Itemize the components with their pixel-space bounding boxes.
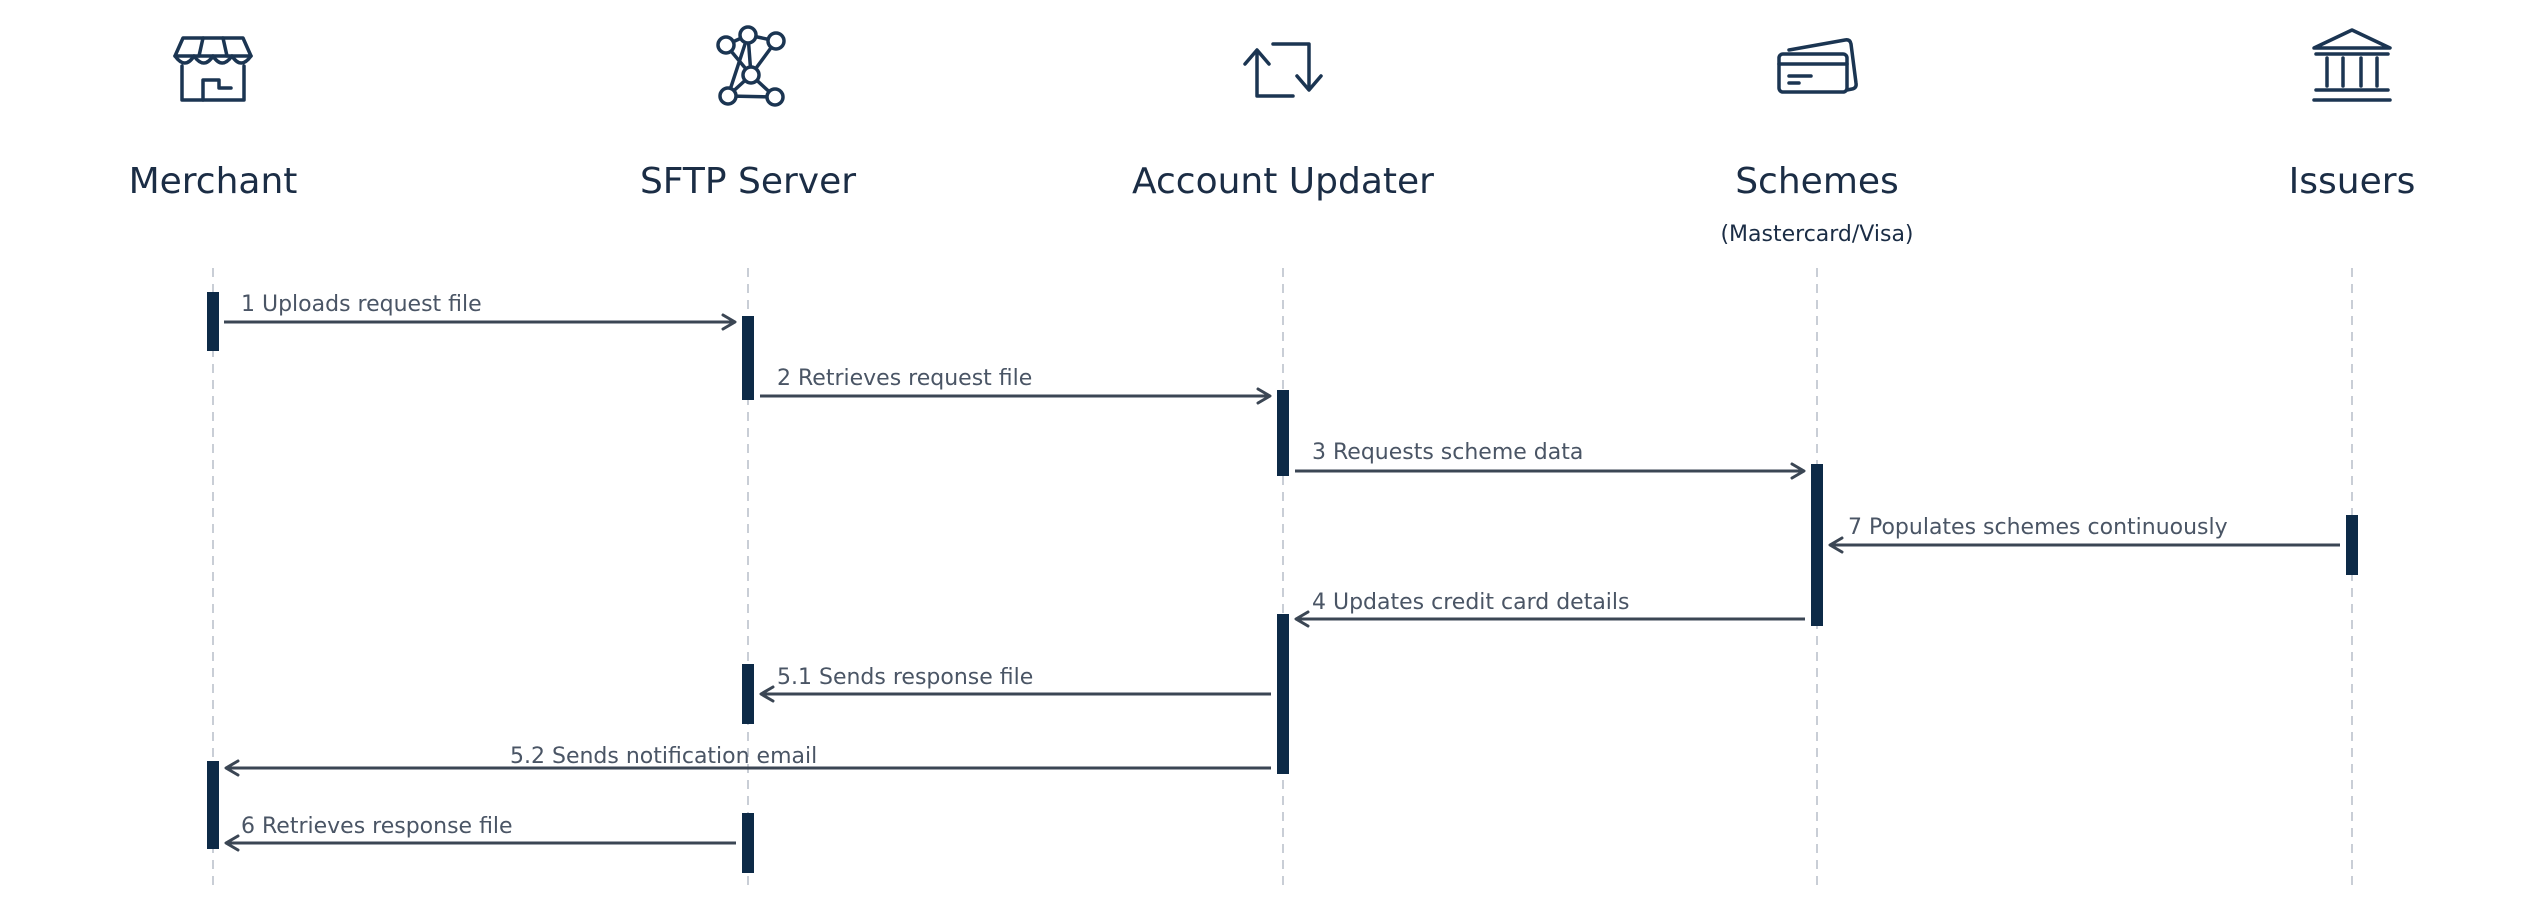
actor-sftp-server: SFTP Server [640,161,856,202]
actor-schemes-subtitle: (Mastercard/Visa) [1720,222,1913,247]
activation-issuers-1 [2346,515,2358,575]
message-1-label: 1 Uploads request file [241,292,482,317]
network-nodes-icon [716,25,786,107]
activation-sftp-3 [742,813,754,873]
message-6-arrowhead [224,834,240,852]
message-5-1-label: 5.1 Sends response file [777,665,1033,690]
activation-merchant-2 [207,761,219,849]
message-4-label: 4 Updates credit card details [1312,590,1630,615]
bank-building-icon [2312,28,2392,102]
message-5-2-label: 5.2 Sends notification email [510,744,817,769]
actor-merchant: Merchant [129,161,298,202]
message-7-label: 7 Populates schemes continuously [1848,515,2228,540]
message-5-2-arrowhead [224,759,240,777]
actor-schemes: Schemes [1735,161,1899,202]
activation-schemes-1 [1811,464,1823,626]
activation-merchant-1 [207,292,219,351]
sync-arrows-icon [1243,42,1323,98]
message-3-label: 3 Requests scheme data [1312,440,1583,465]
message-7-arrowhead [1828,536,1844,554]
credit-cards-icon [1777,38,1858,94]
message-6-label: 6 Retrieves response file [241,814,513,839]
activation-sftp-2 [742,664,754,724]
activation-updater-2 [1277,614,1289,774]
activation-sftp-1 [742,316,754,400]
storefront-icon [173,36,253,102]
activation-updater-1 [1277,390,1289,476]
actor-issuers: Issuers [2289,161,2416,202]
message-4-arrowhead [1294,610,1310,628]
message-5-1-arrowhead [759,685,775,703]
actor-account-updater: Account Updater [1132,161,1434,202]
message-2-arrowhead [1256,387,1272,405]
message-1-arrowhead [721,313,737,331]
message-2-label: 2 Retrieves request file [777,366,1032,391]
message-3-arrowhead [1790,462,1806,480]
